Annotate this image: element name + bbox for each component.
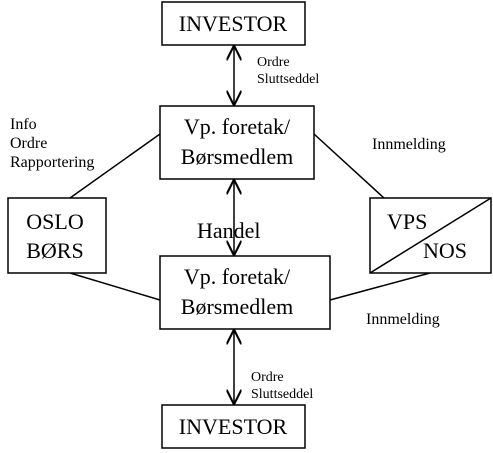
vps-link-bottom-label: Innmelding bbox=[366, 311, 440, 328]
broker-bottom-line1: Vp. foretak/ bbox=[184, 264, 291, 289]
oslo-link-label-line1: Info bbox=[10, 116, 37, 133]
broker-top-line1: Vp. foretak/ bbox=[184, 114, 291, 139]
oslo-link-label-line2: Ordre bbox=[10, 135, 47, 152]
investor-top-node: INVESTOR bbox=[161, 1, 306, 46]
investor-bottom-label: INVESTOR bbox=[179, 414, 288, 439]
bottom-arrow-label-line1: Ordre bbox=[251, 370, 284, 385]
link-vps-broker-top bbox=[313, 133, 385, 199]
top-arrow-label-line1: Ordre bbox=[257, 55, 290, 70]
link-oslo-broker-top bbox=[69, 133, 161, 199]
vps-nos-divider bbox=[369, 197, 492, 274]
vps-nos-node: VPS NOS bbox=[369, 197, 492, 274]
broker-top-line2: Børsmedlem bbox=[181, 144, 293, 169]
oslo-bors-node: OSLO BØRS bbox=[7, 197, 107, 274]
oslo-link-label-line3: Rapportering bbox=[10, 154, 94, 171]
broker-bottom-line2: Børsmedlem bbox=[181, 294, 293, 319]
nos-label: NOS bbox=[423, 238, 467, 263]
vps-label: VPS bbox=[387, 209, 427, 234]
link-vps-broker-bottom bbox=[329, 272, 431, 301]
oslo-bors-line2: BØRS bbox=[26, 238, 83, 263]
middle-arrow-label: Handel bbox=[197, 218, 261, 243]
top-arrow-label-line2: Sluttseddel bbox=[257, 72, 319, 87]
broker-bottom-node: Vp. foretak/ Børsmedlem bbox=[159, 255, 331, 330]
bottom-arrow-label-line2: Sluttseddel bbox=[251, 387, 313, 402]
investor-bottom-node: INVESTOR bbox=[161, 404, 306, 449]
vps-link-top-label: Innmelding bbox=[372, 136, 446, 153]
oslo-bors-line1: OSLO bbox=[26, 209, 83, 234]
investor-top-label: INVESTOR bbox=[179, 11, 288, 36]
link-oslo-broker-bottom bbox=[69, 272, 161, 301]
broker-top-node: Vp. foretak/ Børsmedlem bbox=[159, 105, 315, 180]
